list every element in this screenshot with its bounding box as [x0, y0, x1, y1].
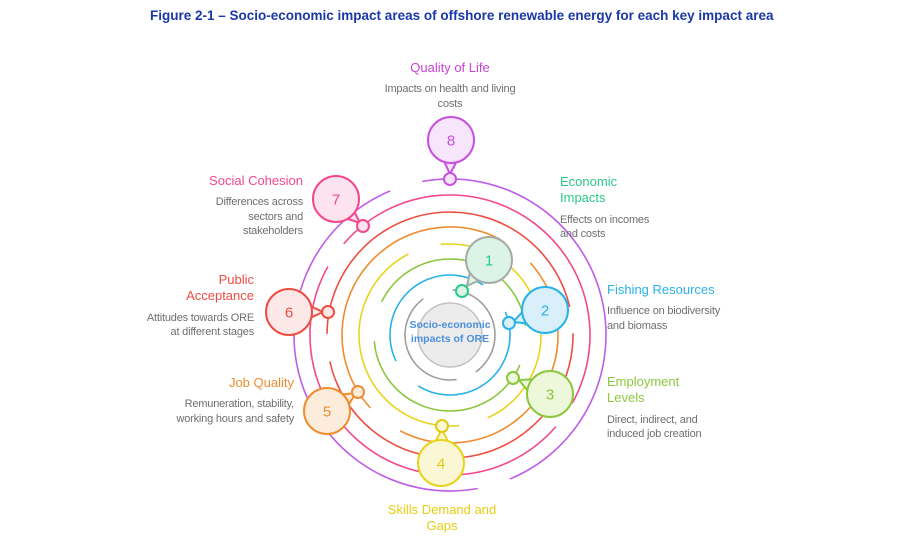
bubble-number-4: 4: [437, 455, 445, 472]
bubble-2: [521, 286, 569, 334]
ring-node-8: [443, 172, 457, 186]
bubble-1: [465, 236, 513, 284]
bubble-number-3: 3: [546, 386, 554, 403]
bubble-number-1: 1: [485, 252, 493, 269]
item-block-quality-of-life: Quality of Life Impacts on health and li…: [383, 60, 517, 111]
item-label: Employment Levels: [607, 374, 680, 406]
ring-job-quality: [341, 226, 559, 444]
item-description: Remuneration, stability, working hours a…: [176, 398, 295, 425]
center-hub-label: Socio-economic impacts of ORE: [388, 319, 512, 346]
ring-node-2: [502, 316, 516, 330]
item-label: Social Cohesion: [209, 173, 303, 188]
ring-social-cohesion: [309, 194, 591, 476]
bubble-3: [526, 370, 574, 418]
item-description: Influence on biodiversity and biomass: [607, 305, 721, 332]
ring-node-7: [356, 219, 370, 233]
item-block-economic-impacts: Economic Impacts Effects on incomes and …: [560, 174, 668, 242]
item-block-employment-levels: Employment Levels Direct, indirect, and …: [607, 374, 715, 442]
item-description: Impacts on health and living costs: [384, 83, 516, 110]
item-block-social-cohesion: Social Cohesion Differences across secto…: [199, 173, 303, 239]
item-block-public-acceptance: Public Acceptance Attitudes towards ORE …: [142, 272, 254, 340]
bubble-number-6: 6: [285, 304, 293, 321]
item-label: Public Acceptance: [186, 272, 254, 304]
item-label: Skills Demand and Gaps: [387, 502, 497, 534]
figure-title: Figure 2-1 – Socio-economic impact areas…: [150, 8, 774, 23]
bubble-number-2: 2: [541, 302, 549, 319]
center-disc: [417, 302, 483, 368]
item-description: Differences across sectors and stakehold…: [215, 196, 303, 238]
item-label: Job Quality: [228, 375, 294, 390]
bubble-number-7: 7: [332, 191, 340, 208]
ring-node-1: [455, 284, 469, 298]
ring-hub: [404, 289, 496, 381]
ring-node-3: [506, 371, 520, 385]
ring-fishing: [389, 274, 511, 396]
ring-quality-of-life: [293, 178, 607, 492]
item-label: Fishing Resources: [607, 282, 715, 297]
bubble-5: [303, 387, 351, 435]
bubble-7: [312, 175, 360, 223]
bubble-number-8: 8: [447, 132, 455, 149]
item-block-job-quality: Job Quality Remuneration, stability, wor…: [176, 375, 295, 426]
item-label: Economic Impacts: [560, 174, 618, 206]
center-hub-label-line2: impacts of ORE: [410, 332, 490, 345]
item-block-skills-demand-and-gaps: Skills Demand and Gaps: [384, 502, 500, 540]
item-description: Direct, indirect, and induced job creati…: [607, 413, 702, 441]
ring-node-5: [351, 385, 365, 399]
bubble-number-5: 5: [323, 403, 331, 420]
item-description: Effects on incomes and costs: [560, 213, 650, 241]
ring-node-4: [435, 419, 449, 433]
bubble-4: [417, 439, 465, 487]
item-block-fishing-resources: Fishing Resources Influence on biodivers…: [607, 282, 725, 333]
bubble-6: [265, 288, 313, 336]
item-label: Quality of Life: [410, 60, 490, 75]
item-description: Attitudes towards ORE at different stage…: [146, 311, 254, 339]
ring-node-6: [321, 305, 335, 319]
bubble-8: [427, 116, 475, 164]
center-hub-label-line1: Socio-economic: [409, 319, 491, 331]
